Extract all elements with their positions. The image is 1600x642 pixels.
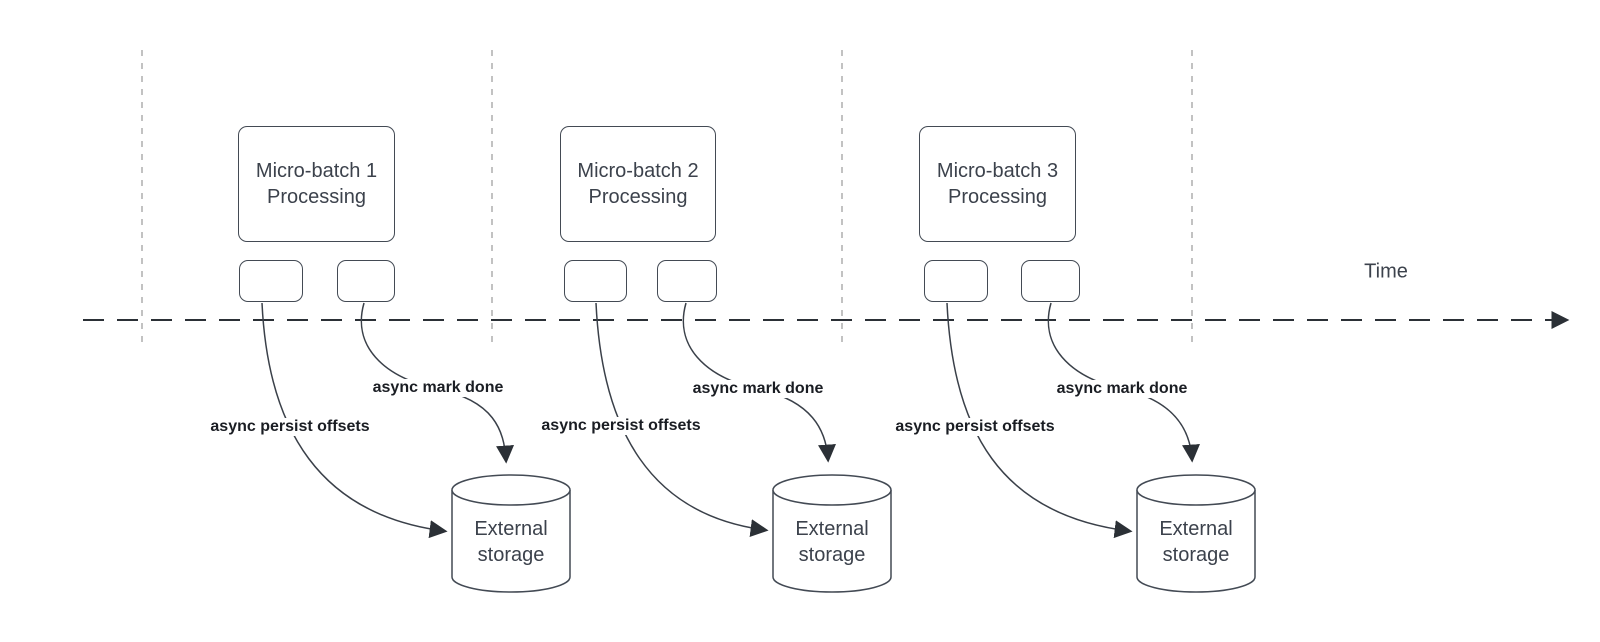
external-storage-label-3: External storage <box>1159 516 1232 568</box>
external-storage-label-1-line2: storage <box>477 544 545 566</box>
external-storage-label-1: External storage <box>474 516 547 568</box>
persist-offsets-label-3: async persist offsets <box>892 418 1058 436</box>
micro-batch-3-title-line2: Processing <box>948 186 1047 208</box>
external-storage-label-3-line1: External <box>1159 518 1233 540</box>
persist-offsets-label-1: async persist offsets <box>207 418 373 436</box>
micro-batch-1-box: Micro-batch 1 Processing <box>238 126 395 242</box>
batch-3-persist-subtask-box <box>924 260 988 302</box>
external-storage-label-2: External storage <box>795 516 868 568</box>
mark-done-label-1: async mark done <box>369 379 507 397</box>
micro-batch-1-title-line2: Processing <box>267 186 366 208</box>
persist-offsets-arrow-1 <box>261 302 448 539</box>
external-storage-cylinder-3 <box>1136 474 1256 593</box>
persist-offsets-arrow-3 <box>946 302 1133 539</box>
external-storage-label-2-line1: External <box>795 518 869 540</box>
micro-batch-2-title-line1: Micro-batch 2 <box>577 160 699 182</box>
time-axis-label: Time <box>1364 260 1408 283</box>
batch-3-markdone-subtask-box <box>1021 260 1080 302</box>
mark-done-label-2: async mark done <box>689 380 827 398</box>
micro-batch-2-box: Micro-batch 2 Processing <box>560 126 716 242</box>
batch-1-markdone-subtask-box <box>337 260 395 302</box>
batch-2-persist-subtask-box <box>564 260 627 302</box>
mark-done-label-3: async mark done <box>1053 380 1191 398</box>
persist-offsets-arrow-2 <box>595 302 769 538</box>
persist-offsets-label-2: async persist offsets <box>538 417 704 435</box>
external-storage-cylinder-1 <box>451 474 571 593</box>
external-storage-label-3-line2: storage <box>1162 544 1230 566</box>
external-storage-label-2-line2: storage <box>798 544 866 566</box>
batch-1-persist-subtask-box <box>239 260 303 302</box>
micro-batch-2-title-line2: Processing <box>588 186 688 208</box>
micro-batch-1-title-line1: Micro-batch 1 <box>255 160 378 182</box>
external-storage-cylinder-2 <box>772 474 892 593</box>
micro-batch-3-title-line1: Micro-batch 3 <box>936 160 1059 182</box>
micro-batch-3-box: Micro-batch 3 Processing <box>919 126 1076 242</box>
batch-2-markdone-subtask-box <box>657 260 717 302</box>
external-storage-label-1-line1: External <box>474 518 548 540</box>
